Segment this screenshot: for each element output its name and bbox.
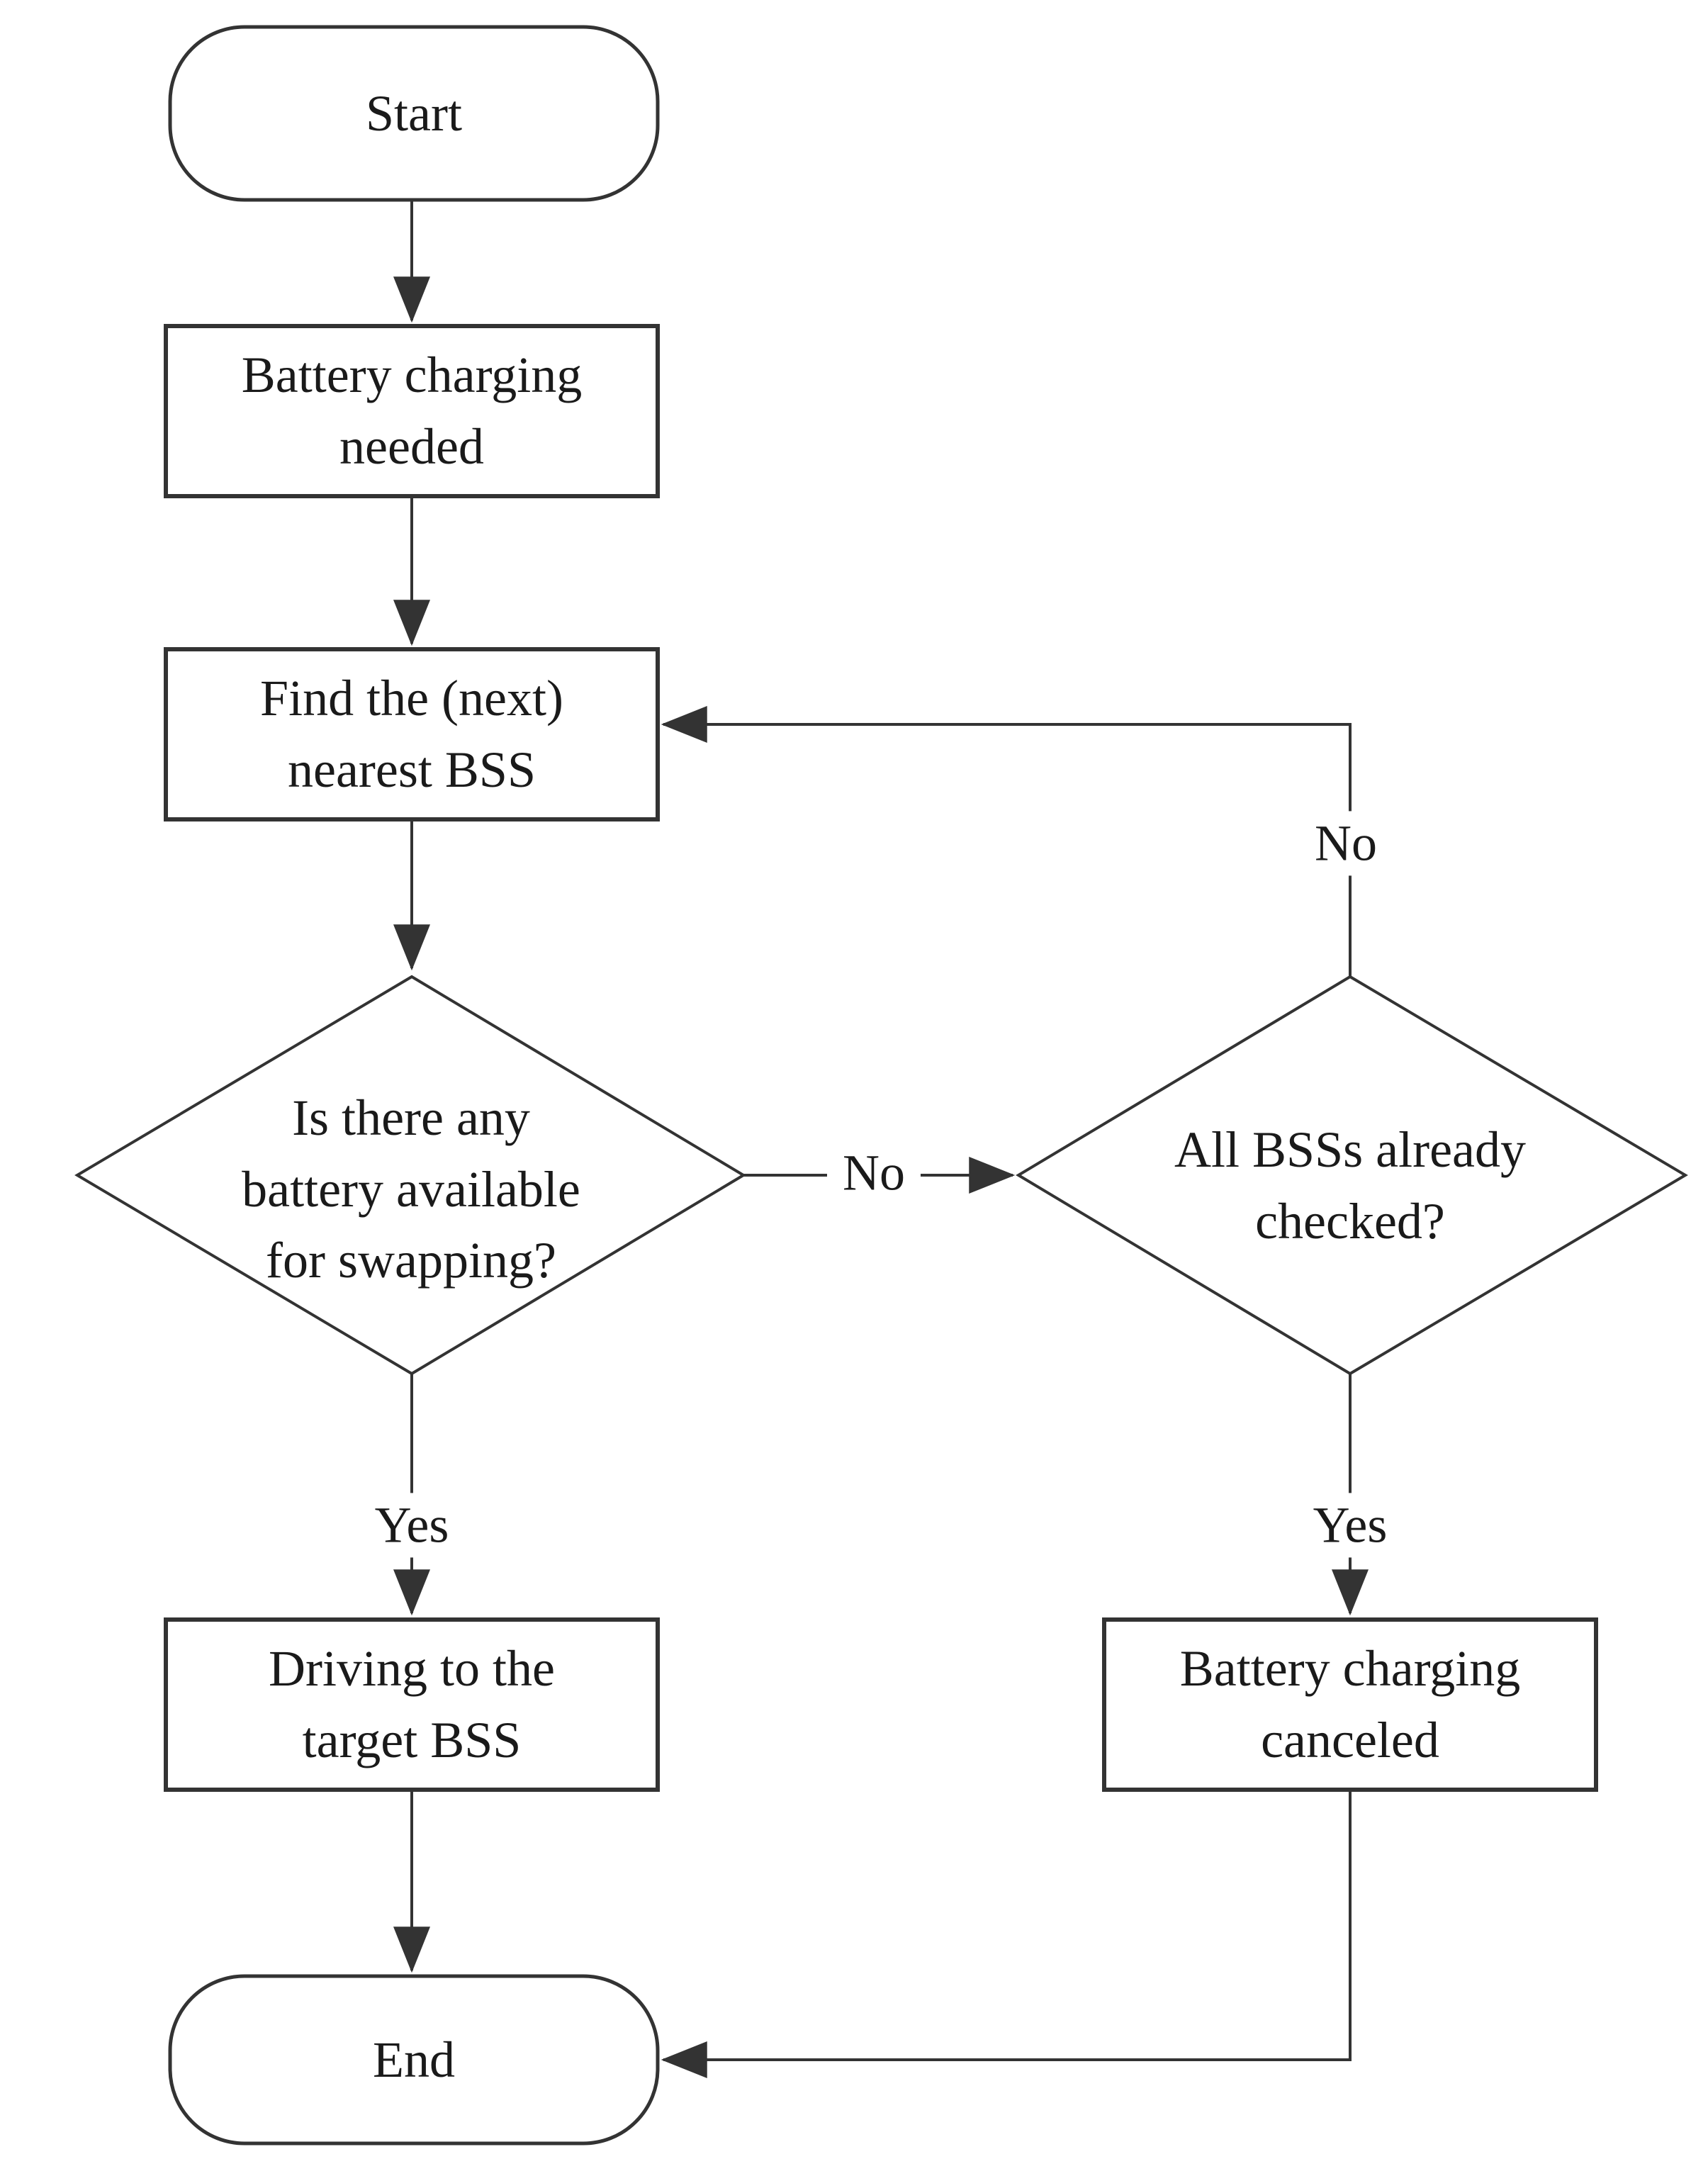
driving-to-target-bss-shape (164, 1617, 660, 1792)
start-terminator-shape (168, 25, 660, 202)
end-terminator-shape (168, 1974, 660, 2146)
battery-charging-canceled-shape (1102, 1617, 1598, 1792)
all-bss-checked-decision-shape (1016, 975, 1688, 1376)
battery-available-decision-shape (74, 975, 746, 1376)
find-nearest-bss-shape (164, 647, 660, 821)
edge-canceled-to-end (661, 1790, 1352, 2078)
edge-all-checked-no-feedback-to-find-bss (661, 706, 1352, 977)
battery-charging-needed-shape (164, 324, 660, 498)
